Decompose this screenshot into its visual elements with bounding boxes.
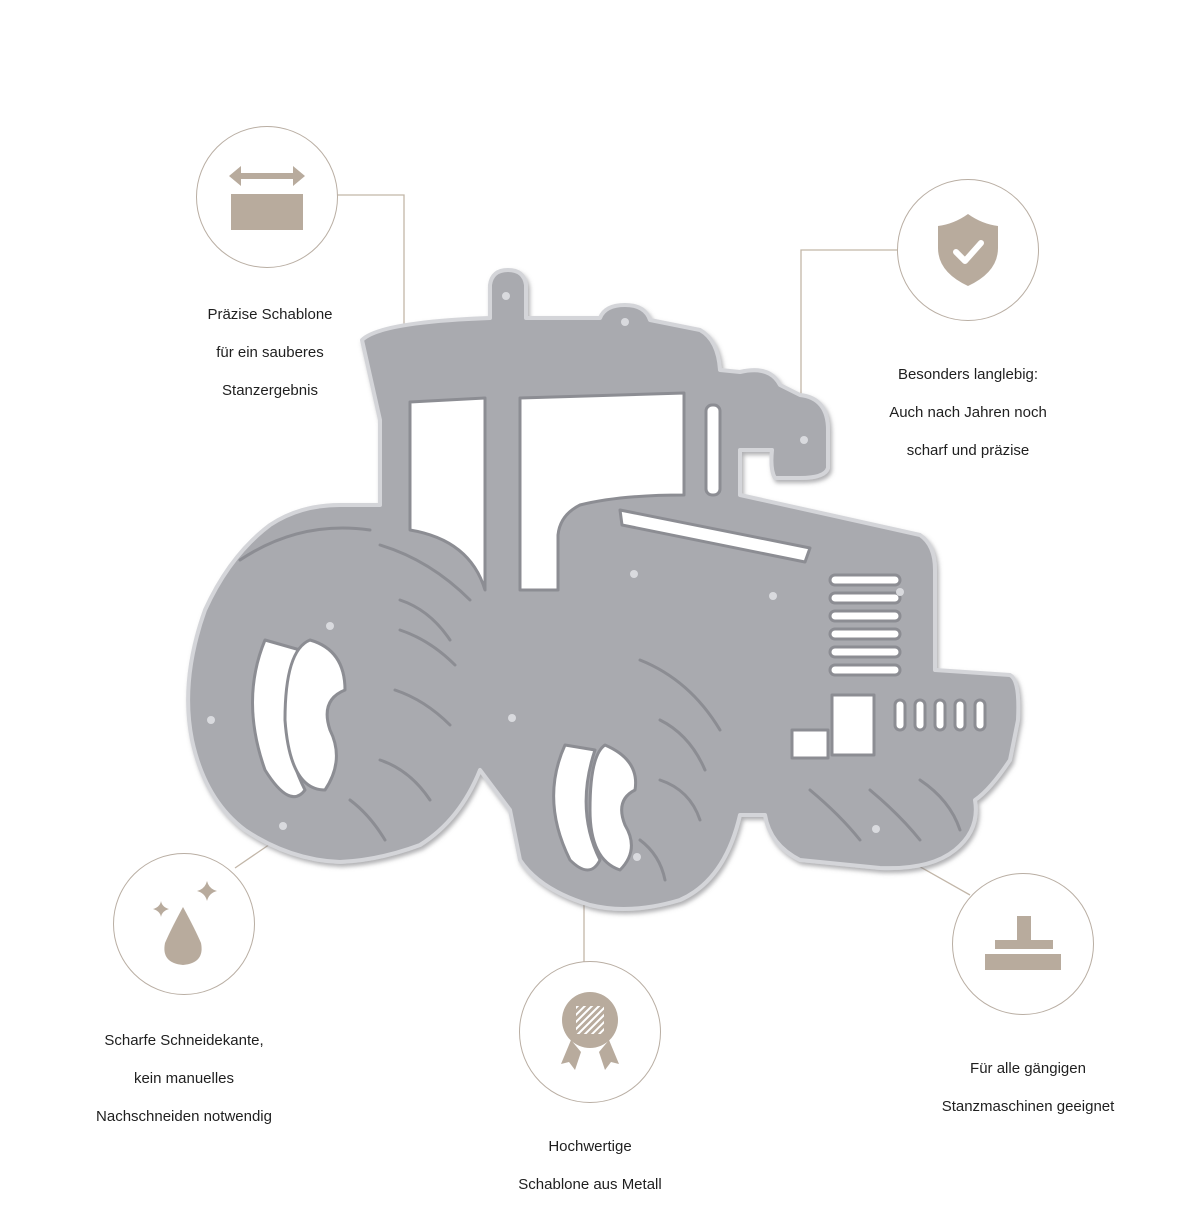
feature-label-precise-line3: Stanzergebnis: [222, 382, 318, 399]
feature-label-compatible-line1: Für alle gängigen: [970, 1060, 1086, 1077]
feature-label-durable-line1: Besonders langlebig:: [897, 366, 1039, 383]
feature-icon-circle-durable: [897, 179, 1039, 321]
feature-label-precise-line2: für ein sauberes: [216, 344, 324, 361]
feature-label-sharp-edge-line1: Scharfe Schneidekante,: [104, 1032, 264, 1049]
leader-line-precise: [336, 194, 405, 365]
width-arrow-block-icon: [229, 166, 305, 230]
feature-label-precise-line1: Präzise Schablone: [207, 306, 333, 323]
feature-label-precise: Präzise Schablone für ein sauberes Stanz…: [170, 286, 370, 419]
feature-label-sharp-edge-line3: Nachschneiden notwendig: [96, 1108, 272, 1125]
award-medal-icon: [561, 992, 619, 1070]
feature-label-sharp-edge-line2: kein manuelles: [133, 1070, 235, 1087]
feature-label-quality-metal: Hochwertige Schablone aus Metall: [480, 1118, 700, 1213]
feature-label-durable: Besonders langlebig: Auch nach Jahren no…: [868, 346, 1068, 479]
feature-label-quality-metal-line1: Hochwertige: [548, 1138, 632, 1155]
feature-label-compatible-line2: Stanzmaschinen geeignet: [941, 1098, 1115, 1115]
feature-icon-circle-precise: [196, 126, 338, 268]
shield-check-icon: [938, 214, 998, 286]
feature-label-durable-line3: scharf und präzise: [906, 442, 1030, 459]
feature-icon-circle-quality-metal: [519, 961, 661, 1103]
feature-label-durable-line2: Auch nach Jahren noch: [889, 404, 1047, 421]
sparkle-drop-icon: [153, 881, 217, 965]
leader-line-durable: [800, 249, 898, 410]
feature-icon-circle-compatible: [952, 873, 1094, 1015]
feature-label-quality-metal-line2: Schablone aus Metall: [518, 1176, 662, 1193]
die-press-icon: [985, 916, 1061, 970]
feature-label-sharp-edge: Scharfe Schneidekante, kein manuelles Na…: [74, 1012, 294, 1145]
feature-label-compatible: Für alle gängigen Stanzmaschinen geeigne…: [918, 1040, 1138, 1135]
feature-icon-circle-sharp-edge: [113, 853, 255, 995]
